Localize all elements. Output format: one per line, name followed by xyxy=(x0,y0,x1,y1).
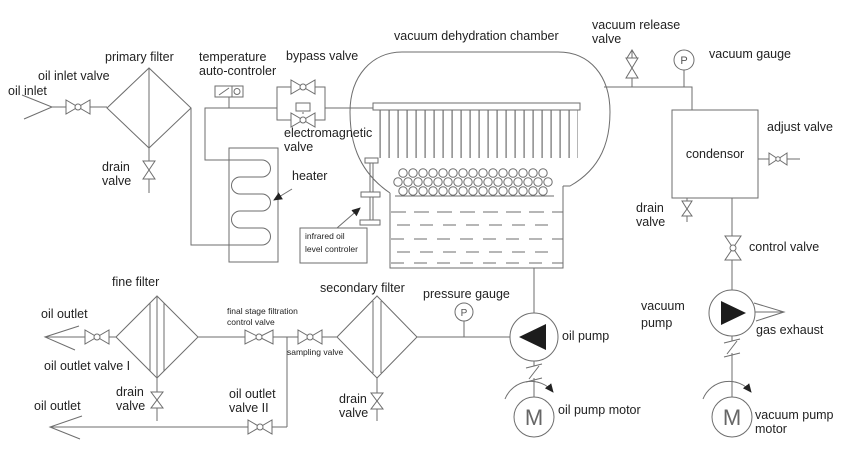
secondary-filter-label: secondary filter xyxy=(320,281,405,295)
spray-header xyxy=(372,102,581,111)
chamber-tank xyxy=(389,186,564,269)
primary-filter-label: primary filter xyxy=(105,50,174,64)
final-stage-filtration-control-valve-label: final stage filtration control valve xyxy=(227,306,298,327)
infrared-oil-level-controller xyxy=(299,157,381,264)
control-valve-label: control valve xyxy=(749,240,820,254)
vacuum-dehydration-chamber-label: vacuum dehydration chamber xyxy=(394,29,559,43)
condensor xyxy=(671,109,759,199)
condensor-drain-valve xyxy=(681,200,693,217)
fine-drain-valve-label: drain valve xyxy=(116,385,146,413)
oil-pump-motor-label: oil pump motor xyxy=(558,403,641,417)
bypass-loop xyxy=(276,79,326,128)
rotation-arrow xyxy=(504,380,554,400)
oil-outlet-valve-2 xyxy=(247,419,273,435)
final-stage-filtration-control-valve xyxy=(244,329,274,345)
gas-exhaust-label: gas exhaust xyxy=(756,323,824,337)
control-valve xyxy=(724,235,742,261)
pressure-gauge: P xyxy=(454,302,474,322)
primary-filter-drain-valve xyxy=(142,160,156,180)
pressure-gauge-label: pressure gauge xyxy=(423,287,510,301)
infrared-label-box xyxy=(299,227,368,264)
secondary-filter xyxy=(336,295,418,379)
chamber-dome xyxy=(349,51,611,194)
vacuum-pump xyxy=(708,289,756,337)
pressure-gauge-letter: P xyxy=(461,308,468,319)
vacuum-pump-motor: M xyxy=(702,380,753,438)
vacuum-gauge-label: vacuum gauge xyxy=(709,47,792,61)
vacuum-pump-motor-letter: M xyxy=(723,405,741,430)
oil-inlet-label: oil inlet xyxy=(8,84,47,98)
flow-arrows xyxy=(21,49,786,440)
electromagnetic-valve xyxy=(290,102,316,128)
oil-outlet-2-label: oil outlet xyxy=(34,399,81,413)
sampling-valve xyxy=(297,329,323,345)
heater-label: heater xyxy=(292,169,328,183)
oil-level-dashes xyxy=(391,211,563,264)
bypass-valve-label: bypass valve xyxy=(286,49,359,63)
oil-pump-rotor xyxy=(519,324,546,350)
shaft-coupling xyxy=(525,338,741,383)
vacuum-dehydration-chamber xyxy=(349,51,611,269)
adjust-valve xyxy=(768,152,788,166)
rotation-arrow xyxy=(702,380,752,400)
fine-filter-label: fine filter xyxy=(112,275,160,289)
heater-callout-arrow xyxy=(273,188,293,201)
primary-drain-valve-label: drain valve xyxy=(102,160,132,188)
temperature-auto-controller xyxy=(214,85,244,98)
vacuum-release-valve-label: vacuum release valve xyxy=(592,18,681,46)
oil-outlet-valve-1-label: oil outlet valve I xyxy=(44,359,131,373)
vacuum-pump-label: vacuum pump xyxy=(641,299,685,330)
fine-filter xyxy=(115,295,199,379)
adjust-valve-label: adjust valve xyxy=(767,120,834,134)
vacuum-pump-rotor xyxy=(721,301,746,325)
oil-outlet-valve-2-label: oil outlet valve II xyxy=(229,387,276,415)
sampling-valve-label: sampling valve xyxy=(287,347,344,357)
bypass-valve xyxy=(290,79,316,95)
oil-pump-motor-letter: M xyxy=(525,405,543,430)
oil-inlet-valve-label: oil inlet valve xyxy=(38,69,110,83)
oil-outlet-1-label: oil outlet xyxy=(41,307,88,321)
oil-pump xyxy=(509,312,559,362)
secondary-drain-valve-label: drain valve xyxy=(339,392,369,420)
condensor-drain-valve-label: drain valve xyxy=(636,201,666,229)
vacuum-pump-motor-label: vacuum pump motor xyxy=(755,408,834,436)
heater-coil xyxy=(229,159,271,246)
packing-rings xyxy=(393,168,553,196)
oil-pump-motor: M xyxy=(504,380,555,438)
primary-filter xyxy=(106,67,192,149)
condensor-label: condensor xyxy=(685,147,745,161)
vacuum-gauge: P xyxy=(673,49,695,71)
infrared-callout-arrow xyxy=(336,207,361,229)
temperature-auto-controler-label: temperature auto-controler xyxy=(199,50,277,78)
infrared-oil-level-controler-label: infrared oil level controler xyxy=(305,231,358,254)
electromagnetic-valve-label: electromagnetic valve xyxy=(284,126,373,154)
fine-filter-drain-valve xyxy=(150,391,164,409)
vacuum-release-valve xyxy=(625,57,639,79)
secondary-filter-drain-valve xyxy=(370,392,384,410)
oil-inlet-valve xyxy=(65,99,91,115)
heater xyxy=(228,147,293,263)
vacuum-gauge-letter: P xyxy=(680,55,687,67)
oil-outlet-valve-1 xyxy=(84,329,110,345)
oil-pump-label: oil pump xyxy=(562,329,610,343)
